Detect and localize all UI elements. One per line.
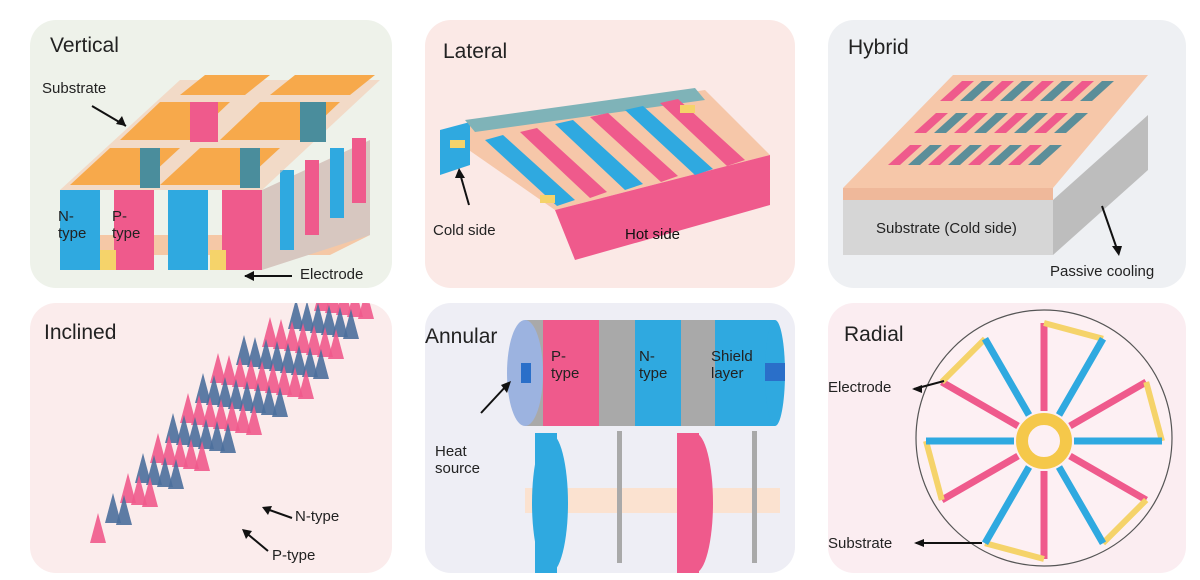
inclined-leg	[235, 403, 251, 433]
inclined-leg	[116, 495, 132, 525]
radial-diagram	[912, 309, 1173, 567]
inclined-leg	[90, 513, 106, 543]
lateral-diagram	[440, 88, 770, 260]
hybrid-leg	[908, 145, 942, 165]
panel-f-radial: f Radial Electrode Substrate	[828, 303, 1186, 573]
inclined-leg	[131, 475, 147, 505]
inclined-leg	[328, 329, 344, 359]
radial-leg	[1055, 465, 1107, 545]
panel-e-annular: e Annular P- type N- type Shield layer H…	[425, 303, 795, 573]
inclined-diagram	[90, 303, 374, 552]
inclined-leg	[298, 369, 314, 399]
inclined-leg	[287, 367, 303, 397]
radial-leg	[1068, 378, 1148, 430]
annular-diagram	[480, 320, 785, 573]
panel-b-lateral: b Lateral Cold side Hot side	[425, 20, 795, 288]
inclined-leg	[105, 493, 121, 523]
inclined-leg	[220, 423, 236, 453]
hybrid-leg	[974, 113, 1008, 133]
radial-leg	[981, 337, 1033, 417]
radial-leg	[940, 452, 1020, 504]
hybrid-leg	[914, 113, 948, 133]
hybrid-leg	[928, 145, 962, 165]
hybrid-leg	[1034, 113, 1068, 133]
hybrid-leg	[968, 145, 1002, 165]
panel-c-hybrid: c Hybrid Substrate (Cold side) Passive c…	[828, 20, 1186, 288]
hybrid-leg	[888, 145, 922, 165]
panel-title: Inclined	[44, 321, 117, 344]
hybrid-leg	[1060, 81, 1094, 101]
radial-electrode	[939, 336, 988, 385]
hybrid-leg	[988, 145, 1022, 165]
n-type-label: N- type	[639, 348, 668, 383]
radial-electrode	[1143, 381, 1165, 442]
radial-leg	[1055, 337, 1107, 417]
substrate-cold-side-label: Substrate (Cold side)	[876, 220, 1017, 237]
hybrid-leg	[948, 145, 982, 165]
panel-title: Vertical	[50, 34, 119, 57]
radial-electrode	[923, 440, 945, 501]
shield-layer-label: Shield layer	[711, 348, 753, 383]
hybrid-leg	[1000, 81, 1034, 101]
hybrid-leg	[934, 113, 968, 133]
substrate-label: Substrate	[828, 535, 893, 552]
radial-electrode	[1100, 497, 1149, 546]
p-type-label: P- type	[551, 348, 580, 383]
passive-cooling-label: Passive cooling	[1050, 263, 1155, 280]
radial-electrode	[1043, 320, 1104, 342]
hybrid-leg	[1040, 81, 1074, 101]
electrode-label: Electrode	[300, 266, 364, 283]
panel-letter: b	[425, 20, 429, 40]
hybrid-leg	[1008, 145, 1042, 165]
n-type-label: N-type	[295, 508, 340, 525]
hybrid-leg	[1054, 113, 1088, 133]
hybrid-leg	[940, 81, 974, 101]
panel-d-inclined: d Inclined N-type P-type	[30, 303, 392, 573]
panel-a-vertical: a Vertical Substrate N- type P- type Ele…	[30, 20, 392, 288]
cold-side-label: Cold side	[433, 222, 496, 239]
hybrid-leg	[994, 113, 1028, 133]
hybrid-leg	[960, 81, 994, 101]
radial-leg	[1068, 452, 1148, 504]
inclined-leg	[209, 421, 225, 451]
hybrid-leg	[980, 81, 1014, 101]
inclined-leg	[168, 459, 184, 489]
inclined-leg	[358, 303, 374, 319]
hybrid-leg	[954, 113, 988, 133]
panel-title: Lateral	[443, 40, 508, 63]
inclined-leg	[194, 441, 210, 471]
inclined-leg	[246, 405, 262, 435]
panel-title: Radial	[844, 323, 904, 346]
inclined-leg	[313, 349, 329, 379]
hybrid-leg	[1020, 81, 1054, 101]
n-type-label: N- type	[58, 208, 87, 243]
hybrid-diagram	[843, 75, 1148, 256]
panel-title: Annular	[425, 325, 498, 348]
radial-leg	[981, 465, 1033, 545]
radial-leg	[940, 378, 1020, 430]
electrode-label: Electrode	[828, 379, 892, 396]
substrate-label: Substrate	[42, 80, 107, 97]
heat-source-label: Heat source	[435, 443, 481, 478]
panel-title: Hybrid	[848, 36, 909, 59]
hybrid-leg	[1080, 81, 1114, 101]
inclined-leg	[157, 457, 173, 487]
vertical-diagram	[60, 75, 380, 281]
radial-electrode	[984, 540, 1045, 562]
inclined-leg	[183, 439, 199, 469]
p-type-label: P-type	[272, 547, 316, 564]
hybrid-leg	[1014, 113, 1048, 133]
inclined-leg	[261, 385, 277, 415]
inclined-leg	[142, 477, 158, 507]
inclined-leg	[272, 387, 288, 417]
inclined-leg	[343, 309, 359, 339]
hot-side-label: Hot side	[625, 226, 681, 243]
hybrid-leg	[1028, 145, 1062, 165]
p-type-label: P- type	[112, 208, 141, 243]
